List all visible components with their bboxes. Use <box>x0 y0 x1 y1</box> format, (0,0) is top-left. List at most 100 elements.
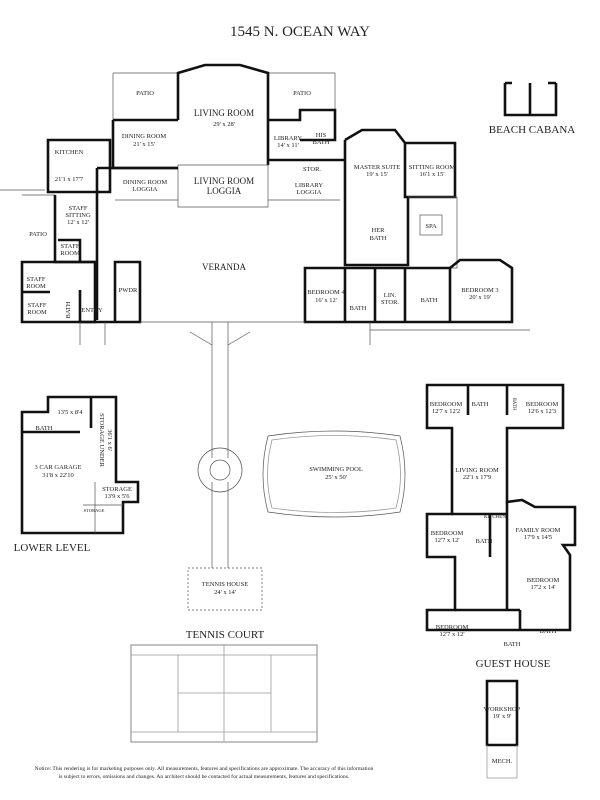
room-label: STAFF <box>27 276 46 283</box>
room-label: BEDROOM <box>527 577 560 584</box>
room-label: 3 CAR GARAGE <box>35 464 82 471</box>
room-size: 19' x 15' <box>366 171 388 178</box>
walkway <box>189 322 251 568</box>
room-size: 22'1 x 17'9 <box>463 474 491 481</box>
room-size: 21' x 15' <box>133 141 155 148</box>
room-label: BATH <box>511 397 516 410</box>
room-label: KITCHEN <box>55 149 84 156</box>
lower-level-label: LOWER LEVEL <box>14 542 91 554</box>
room-label: STOR. <box>381 299 399 306</box>
room-label: STORAGE <box>102 486 132 493</box>
kitchen-walls <box>46 138 112 194</box>
tennis-court <box>130 644 318 743</box>
room-size: 12'7 x 12'2 <box>432 408 460 415</box>
room-label: PWDR <box>119 287 138 294</box>
bedroom-wing-walls <box>303 258 514 324</box>
room-label: WORKSHOP <box>484 706 521 713</box>
garage-walls <box>20 395 140 535</box>
fountain-circle <box>197 447 243 493</box>
room-size: 12'7 x 12' <box>434 537 459 544</box>
swimming-pool-inner <box>267 435 401 513</box>
room-label: HIS <box>316 132 327 139</box>
garage-partitions <box>22 397 93 434</box>
staff-patio-outline <box>0 189 56 262</box>
room-label: PATIO <box>29 231 47 238</box>
room-label: DINING ROOM <box>123 179 167 186</box>
room-label: BEDROOM 4 <box>307 289 345 296</box>
room-label: TENNIS HOUSE <box>202 581 248 588</box>
dining-loggia-walls <box>95 166 178 320</box>
room-size: 21'1 x 17'7 <box>55 176 84 183</box>
room-label: BATH <box>476 538 493 545</box>
room-label: BATH <box>421 297 438 304</box>
room-label: LOGGIA <box>133 186 158 193</box>
room-size: 12'7 x 12' <box>439 631 464 638</box>
room-label: STORAGE UNDER <box>98 413 105 468</box>
room-size: 31'8 x 22'10 <box>42 472 74 479</box>
swimming-pool-outline <box>262 430 406 518</box>
room-label: SITTING <box>65 212 91 219</box>
tennis-court-label: TENNIS COURT <box>186 629 265 641</box>
guest-house-partitions <box>452 385 522 630</box>
room-label: SITTING ROOM <box>409 164 456 171</box>
room-label: SWIMMING POOL <box>309 466 363 473</box>
spa-tub <box>419 214 443 236</box>
room-size: 12' x 12' <box>67 219 89 226</box>
room-label: BATH <box>504 641 521 648</box>
room-label: BEDROOM <box>436 624 469 631</box>
beach-cabana-label: BEACH CABANA <box>489 124 576 136</box>
room-label: LIN. <box>384 292 397 299</box>
room-label: BATH <box>350 305 367 312</box>
plan-title: 1545 N. OCEAN WAY <box>230 24 370 40</box>
guest-house <box>425 383 577 632</box>
staff-sitting-walls <box>53 195 95 264</box>
room-size: 24' x 14' <box>214 589 236 596</box>
room-label: BATH <box>472 401 489 408</box>
tennis-house-outline <box>187 567 263 611</box>
room-label: BEDROOM 3 <box>461 287 498 294</box>
room-label: VERANDA <box>202 262 246 272</box>
room-size: 20' x 19' <box>469 294 491 301</box>
room-label: LOGGIA <box>207 186 242 196</box>
room-size: 25' x 50' <box>325 474 347 481</box>
room-size: 13'9 x 5'6 <box>104 493 130 500</box>
room-size: 17'9 x 14'5 <box>524 534 552 541</box>
room-size: 13'5 x 8'4 <box>57 409 83 416</box>
lower-level <box>20 395 140 535</box>
room-label: LIVING ROOM <box>194 108 254 118</box>
room-label: STORAGE <box>84 508 105 513</box>
room-size: 14' x 11' <box>277 142 299 149</box>
room-label: MASTER SUITE <box>354 164 400 171</box>
room-label: STAFF <box>61 243 80 250</box>
room-label: BEDROOM <box>526 401 559 408</box>
room-label: BATH <box>370 235 387 242</box>
patio-outline <box>112 72 336 120</box>
room-label: HER <box>372 227 386 234</box>
room-label: LOGGIA <box>297 189 322 196</box>
room-size: 16'1 x 15' <box>419 171 444 178</box>
room-size: 17'2 x 14' <box>530 584 555 591</box>
room-label: STAFF <box>28 302 47 309</box>
room-label: STOR. <box>303 166 321 173</box>
room-size: 12'6 x 12'3 <box>528 408 556 415</box>
room-label: ROOM <box>27 309 47 316</box>
room-size: 29' x 28' <box>213 121 235 128</box>
room-label: MECH. <box>492 758 513 765</box>
room-size: 19' x 9' <box>493 713 512 720</box>
room-label: BATH <box>65 301 72 318</box>
room-label: DINING ROOM <box>122 133 166 140</box>
room-label: FAMILY ROOM <box>516 527 561 534</box>
living-loggia-outline <box>177 164 269 208</box>
room-label: ROOM <box>60 250 80 257</box>
room-label: BATH <box>540 628 557 635</box>
fountain <box>209 459 231 481</box>
library-walls <box>268 108 345 162</box>
room-label: SPA <box>425 223 437 230</box>
room-label: LIVING ROOM <box>194 176 254 186</box>
room-label: PATIO <box>293 90 311 97</box>
stair-storage <box>83 482 123 533</box>
room-label: BEDROOM <box>431 530 464 537</box>
guest-house-label: GUEST HOUSE <box>476 658 551 670</box>
room-label: BEDROOM <box>430 401 463 408</box>
